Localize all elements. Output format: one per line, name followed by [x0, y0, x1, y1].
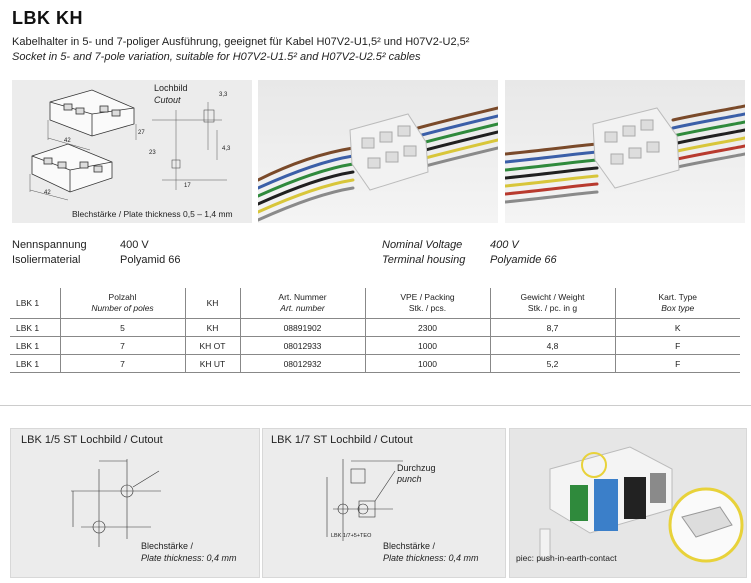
photo-caption: piec: push-in-earth-contact: [516, 553, 617, 563]
cell: KH UT: [185, 354, 241, 373]
earth-contact-image: [539, 446, 744, 563]
cell: F: [615, 354, 740, 373]
cell: 08012933: [240, 336, 366, 355]
plate-thickness-de: Blechstärke /: [383, 541, 436, 551]
cutout-drawing: [326, 459, 403, 541]
table-row: LBK 1 5 KH 08891902 2300 8,7 K: [10, 318, 740, 337]
part-label: LBK 1/7+5+TEO: [331, 533, 372, 539]
spec-voltage-label-de: Nennspannung: [12, 239, 87, 251]
plate-thickness-de: Blechstärke /: [141, 541, 194, 551]
spec-voltage-value-de: 400 V: [120, 239, 149, 251]
box-title: LBK 1/7 ST Lochbild / Cutout: [271, 434, 413, 446]
dim-42-top: 42: [64, 138, 71, 144]
dim-33: 3,3: [219, 92, 228, 98]
plate-thickness-en: Plate thickness: 0,4 mm: [141, 553, 237, 563]
column-header: LBK 1: [10, 288, 61, 319]
cell: 7: [60, 336, 186, 355]
spec-material-value-en: Polyamide 66: [490, 254, 557, 266]
cell: 1000: [365, 336, 491, 355]
box-title: LBK 1/5 ST Lochbild / Cutout: [21, 434, 163, 446]
technical-drawing: [29, 89, 227, 201]
cutout-label-en: Cutout: [154, 95, 181, 105]
page-title: LBK KH: [12, 8, 83, 28]
cell: 4,8: [490, 336, 616, 355]
cell: LBK 1: [10, 354, 61, 373]
cell: F: [615, 336, 740, 355]
spec-voltage-label-en: Nominal Voltage: [382, 239, 463, 251]
product-photo-7-pole: [505, 80, 745, 223]
cell: 8,7: [490, 318, 616, 337]
cell: LBK 1: [10, 336, 61, 355]
cutout-box-7-pole: LBK 1/7 ST Lochbild / Cutout Durchzug pu…: [262, 428, 506, 578]
cell: KH: [185, 318, 241, 337]
table-row: LBK 1 7 KH OT 08012933 1000 4,8 F: [10, 336, 740, 355]
connector-with-wires-image: [505, 104, 745, 204]
cell: 5,2: [490, 354, 616, 373]
cell: 7: [60, 354, 186, 373]
cell: LBK 1: [10, 318, 61, 337]
spec-voltage-value-en: 400 V: [490, 239, 519, 251]
cutout-box-5-pole: LBK 1/5 ST Lochbild / Cutout Blechstärke…: [10, 428, 260, 578]
subtitle-german: Kabelhalter in 5- und 7-poliger Ausführu…: [12, 36, 470, 48]
product-photo-5-pole: [258, 80, 498, 223]
cell: K: [615, 318, 740, 337]
spec-material-label-de: Isoliermaterial: [12, 254, 81, 266]
dim-42-bottom: 42: [44, 190, 51, 196]
cell: 08891902: [240, 318, 366, 337]
cell: KH OT: [185, 336, 241, 355]
technical-drawing-panel: Lochbild Cutout 3,3 4,3 23 17 42 27 42 B…: [12, 80, 252, 223]
punch-label-de: Durchzug: [397, 463, 436, 473]
dim-43: 4,3: [222, 146, 231, 152]
cell: 1000: [365, 354, 491, 373]
section-divider: [0, 405, 751, 406]
dim-27: 27: [138, 130, 145, 136]
dim-17: 17: [184, 183, 191, 189]
cutout-label-de: Lochbild: [154, 83, 188, 93]
dim-23: 23: [149, 150, 156, 156]
cell: 5: [60, 318, 186, 337]
connector-with-wires-image: [258, 106, 498, 222]
spec-material-label-en: Terminal housing: [382, 254, 466, 266]
cutout-drawing: [71, 459, 161, 547]
punch-label-en: punch: [397, 474, 422, 484]
plate-thickness-en: Plate thickness: 0,4 mm: [383, 553, 479, 563]
plate-thickness-note: Blechstärke / Plate thickness 0,5 – 1,4 …: [72, 209, 233, 219]
earth-contact-photo-box: piec: push-in-earth-contact: [509, 428, 747, 578]
column-header: KH: [185, 288, 241, 319]
cell: 08012932: [240, 354, 366, 373]
spec-material-value-de: Polyamid 66: [120, 254, 181, 266]
table-row: LBK 1 7 KH UT 08012932 1000 5,2 F: [10, 354, 740, 373]
subtitle-english: Socket in 5- and 7-pole variation, suita…: [12, 51, 421, 63]
cell: 2300: [365, 318, 491, 337]
